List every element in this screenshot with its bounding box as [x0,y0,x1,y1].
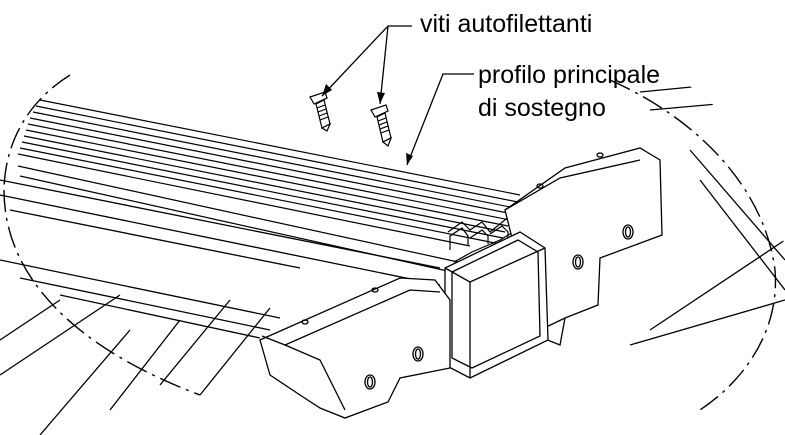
leader-screw-left [321,25,412,97]
label-main-profile-line2: di sostegno [478,94,606,122]
leader-profile [406,73,474,166]
label-main-profile-line1: profilo principale [478,61,661,89]
leader-lines [321,25,474,166]
leader-arrowheads [322,84,413,165]
main-support-profile [17,99,529,273]
square-tube [444,231,549,379]
label-self-tapping-screws: viti autofilettanti [420,10,593,38]
screw-left [309,91,332,132]
screw-right [370,104,393,147]
leader-screw-right [379,25,389,105]
lower-bracket [259,277,451,419]
detail-boundary-ellipse [3,74,777,411]
